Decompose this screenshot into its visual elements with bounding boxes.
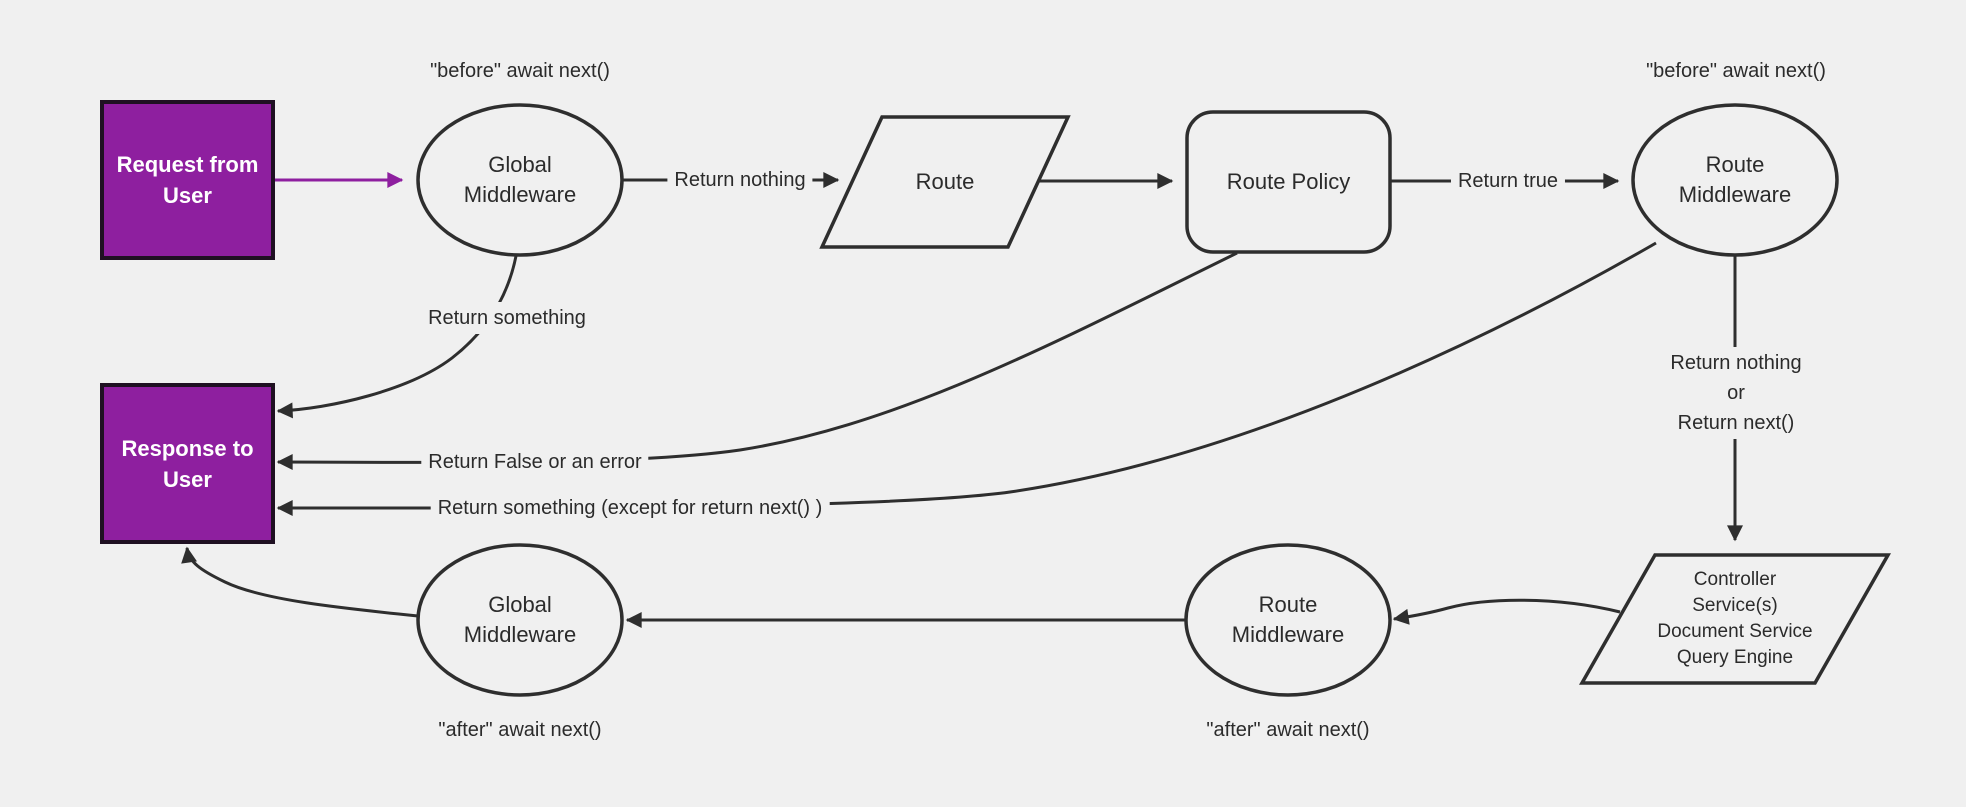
return-false-or-error-label: Return False or an error [421,446,649,478]
route-middleware-top-label: Route Middleware [1678,152,1792,207]
global-middleware-top-label: Global Middleware [463,152,577,207]
edge-controller-to-route-middleware-bottom [1392,598,1621,625]
response-to-user-label: Response to User [121,435,254,492]
global-middleware-top-shape [416,103,624,257]
edge-global-middleware-to-response [276,255,518,419]
response-to-user-node: Response to User [100,383,275,544]
edge-route-policy-to-response [276,251,1238,471]
return-nothing-or-next-label: Return nothing or Return next() [1663,347,1809,439]
after-await-next-route-label: "after" await next() [1206,719,1370,741]
route-label: Route [915,169,975,194]
return-true-label: Return true [1450,165,1566,197]
route-middleware-bottom-label: Route Middleware [1231,592,1345,647]
controller-shape [1578,553,1892,685]
request-from-user-label: Request from User [116,152,259,208]
global-middleware-bottom-shape [416,543,624,697]
route-middleware-bottom-shape [1184,543,1392,697]
before-await-next-global-label: "before" await next() [430,60,610,82]
edge-global-middleware-bottom-to-response [181,546,419,618]
route-middleware-top-shape [1631,103,1839,257]
controller-label: Controller Service(s) Document Service Q… [1657,569,1813,668]
route-shape [819,115,1071,249]
return-nothing-label: Return nothing [667,164,813,196]
return-something-except-label: Return something (except for return next… [430,492,830,524]
request-from-user-node: Request from User [100,100,275,260]
global-middleware-bottom-label: Global Middleware [463,592,577,647]
before-await-next-route-label: "before" await next() [1646,60,1826,82]
route-policy-label: Route Policy [1226,169,1351,194]
route-policy-shape [1185,110,1392,254]
return-something-label: Return something [421,302,593,334]
after-await-next-global-label: "after" await next() [438,719,602,741]
